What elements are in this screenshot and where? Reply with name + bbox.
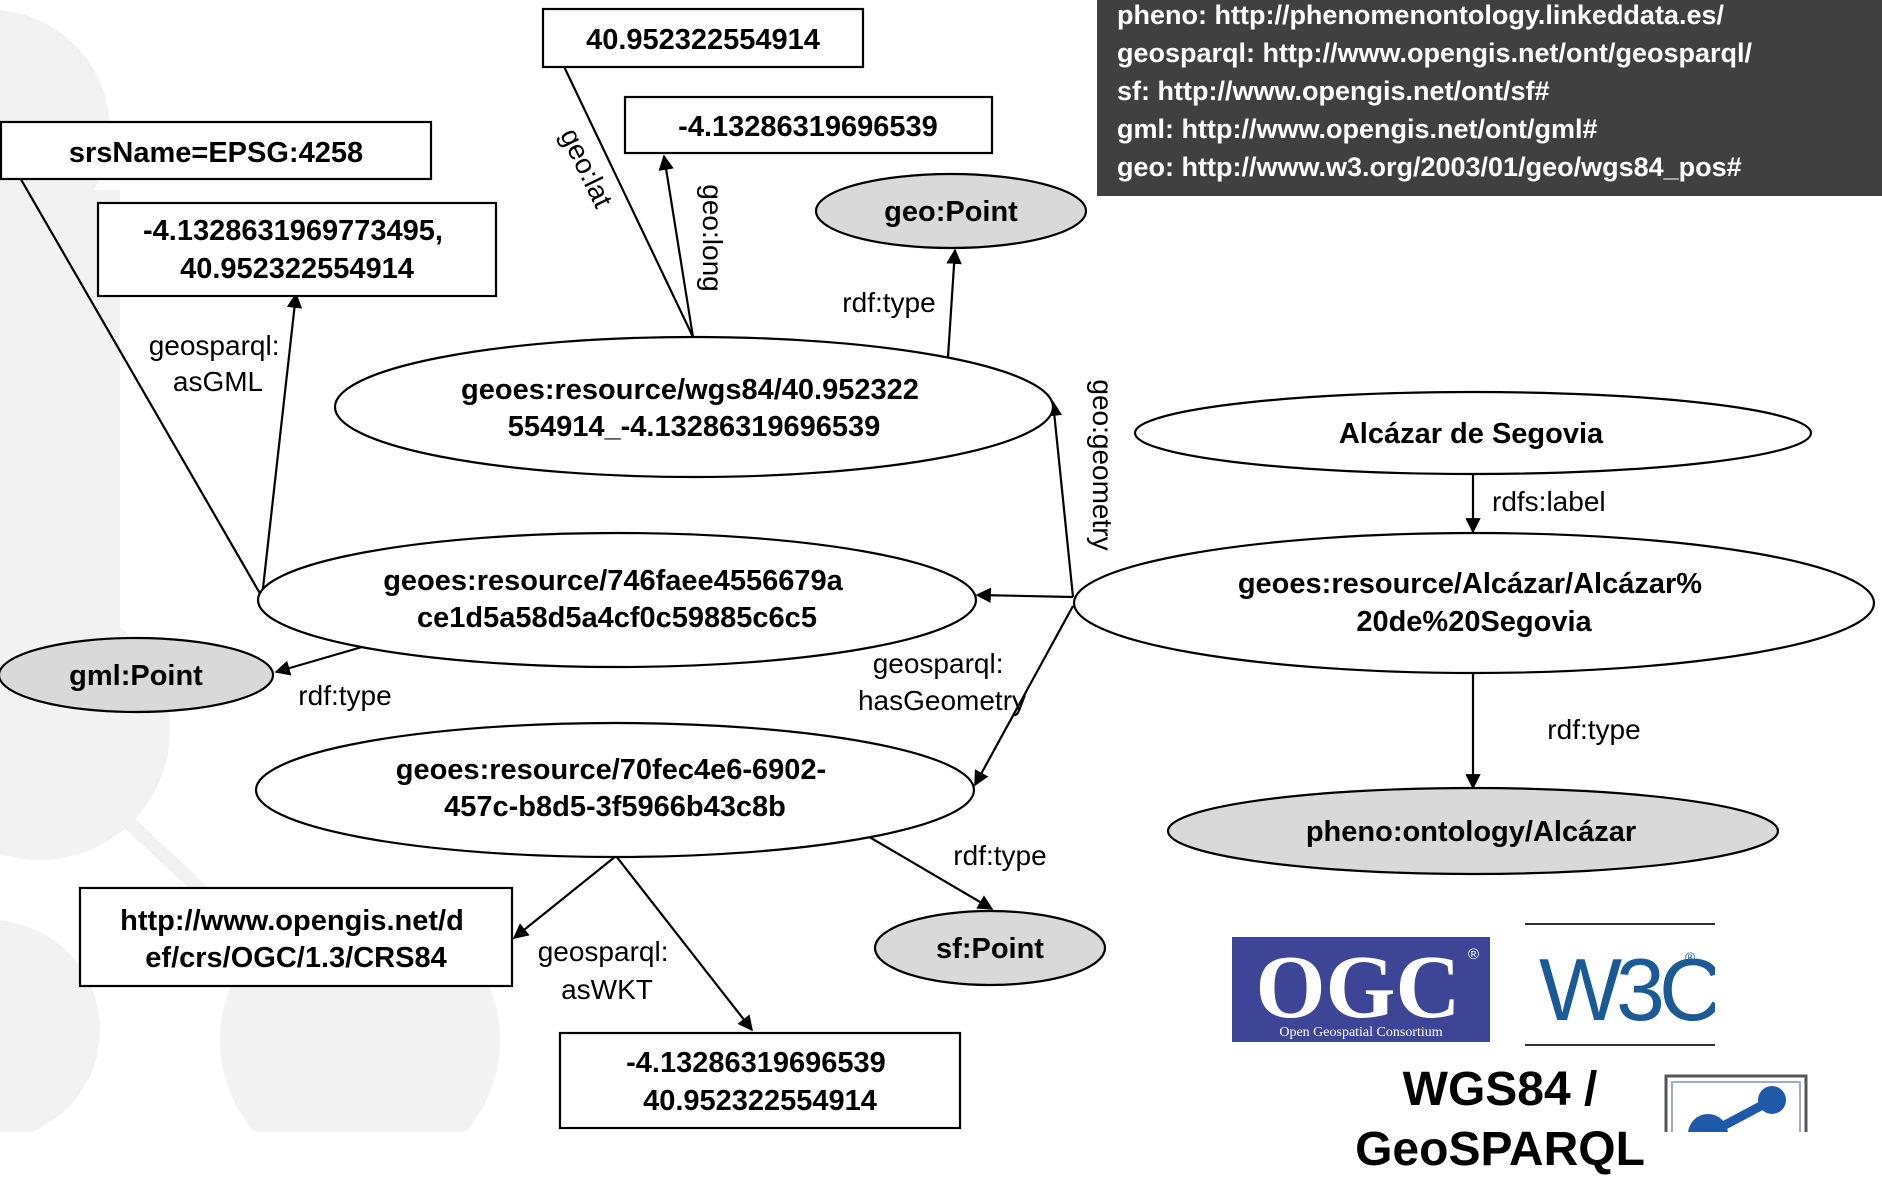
- edge-gml-rdf-type: [274, 645, 363, 676]
- node-pheno-class: [1166, 786, 1780, 876]
- edge-label-as-wkt: geosparql: asWKT: [538, 936, 677, 1005]
- node-crs-uri: [78, 886, 514, 988]
- edge-as-wkt-value: [615, 855, 753, 1032]
- svg-text:Open Geospatial Consortium: Open Geospatial Consortium: [1279, 1025, 1442, 1040]
- svg-text:W3C: W3C: [1539, 940, 1715, 1039]
- svg-text:®: ®: [1468, 946, 1479, 963]
- svg-text:®: ®: [1685, 949, 1696, 965]
- edge-label-wgs84-rdf-type: rdf:type: [842, 287, 935, 318]
- node-long-value: [623, 95, 994, 155]
- edge-label-sf-rdf-type: rdf:type: [953, 840, 1046, 871]
- rdf-graph: geo:lat geo:long rdf:type geo:geometry g…: [0, 7, 1876, 1130]
- node-pheno-class-label: pheno:ontology/Alcázar: [1306, 816, 1636, 848]
- edge-has-geometry-gml: [975, 587, 1074, 603]
- node-alcazar-label: [1133, 390, 1813, 476]
- prefix-line: gml: http://www.opengis.net/ont/gml#: [1117, 114, 1598, 144]
- edge-geo-lat: [547, 31, 694, 338]
- caption-line: WGS84 /: [1402, 1063, 1598, 1116]
- node-lat-value: [541, 7, 865, 69]
- edge-label-alcazar-rdf-type: rdf:type: [1547, 714, 1640, 745]
- edge-has-geometry-sf: [974, 605, 1074, 787]
- node-alcazar-label-label: Alcázar de Segovia: [1339, 418, 1604, 450]
- node-lat-value-label: 40.952322554914: [586, 24, 820, 56]
- node-sf-resource: [254, 721, 976, 859]
- edge-label-geo-long: geo:long: [697, 184, 728, 291]
- node-wkt-value-label: -4.13286319696539 40.952322554914: [626, 1047, 894, 1117]
- wgs84-geosparql-caption: WGS84 / GeoSPARQL: [1320, 1060, 1680, 1180]
- edge-label-has-geometry: geosparql: hasGeometry: [858, 648, 1026, 716]
- svg-text:OGC: OGC: [1255, 938, 1460, 1037]
- node-wgs84-resource: [333, 335, 1055, 479]
- edge-label-as-gml: geosparql: asGML: [149, 330, 288, 397]
- edge-geo-geometry: [1046, 400, 1075, 598]
- ogc-logo: OGC ® Open Geospatial Consortium: [1232, 937, 1490, 1042]
- graph-logo-icon: [1664, 1074, 1808, 1132]
- node-wkt-value: [558, 1031, 962, 1130]
- node-geo-point-label: geo:Point: [884, 196, 1018, 228]
- node-sf-point: [873, 909, 1107, 987]
- edge-sf-rdf-type: [865, 834, 994, 910]
- prefix-line: sf: http://www.opengis.net/ont/sf#: [1117, 76, 1550, 106]
- node-geo-point: [814, 172, 1088, 250]
- node-gml-point: [0, 636, 275, 714]
- node-long-value-label: -4.13286319696539: [678, 111, 938, 143]
- prefix-line: geosparql: http://www.opengis.net/ont/ge…: [1117, 38, 1753, 68]
- edge-label-geo-geometry: geo:geometry: [1087, 379, 1118, 550]
- prefix-line: pheno: http://phenomenontology.linkeddat…: [1117, 0, 1724, 30]
- node-alcazar-resource-label: geoes:resource/Alcázar/Alcázar% 20de%20S…: [1238, 568, 1710, 638]
- node-srs-name: [0, 120, 433, 181]
- node-gml-coords: [96, 201, 498, 298]
- w3c-logo: W3C ®: [1525, 923, 1715, 1046]
- prefix-legend: pheno: http://phenomenontology.linkeddat…: [1097, 0, 1882, 196]
- edge-as-gml-coords: [260, 292, 303, 598]
- caption-line: GeoSPARQL: [1355, 1123, 1645, 1176]
- node-alcazar-resource: [1072, 531, 1876, 675]
- edge-as-wkt-crs: [512, 855, 617, 939]
- edge-wgs84-rdf-type: [946, 248, 962, 358]
- prefix-line: geo: http://www.w3.org/2003/01/geo/wgs84…: [1117, 152, 1742, 182]
- node-srs-name-label: srsName=EPSG:4258: [69, 137, 363, 169]
- node-wgs84-resource-label: geoes:resource/wgs84/40.952322 554914_-4…: [461, 374, 927, 443]
- node-gml-resource: [256, 531, 978, 669]
- node-gml-resource-label: geoes:resource/746faee4556679a ce1d5a58d…: [383, 565, 851, 634]
- node-sf-point-label: sf:Point: [936, 933, 1044, 965]
- node-gml-point-label: gml:Point: [69, 660, 203, 692]
- edge-as-gml-srs: [3, 148, 263, 598]
- edge-geo-long: [658, 154, 695, 338]
- node-gml-coords-label: -4.1328631969773495, 40.952322554914: [143, 215, 451, 285]
- edge-label-geo-lat: geo:lat: [554, 123, 619, 212]
- edge-label-gml-rdf-type: rdf:type: [298, 680, 391, 711]
- edge-label-rdfs-label: rdfs:label: [1492, 486, 1606, 517]
- node-sf-resource-label: geoes:resource/70fec4e6-6902- 457c-b8d5-…: [396, 754, 835, 823]
- node-crs-uri-label: http://www.opengis.net/d ef/crs/OGC/1.3/…: [120, 905, 472, 974]
